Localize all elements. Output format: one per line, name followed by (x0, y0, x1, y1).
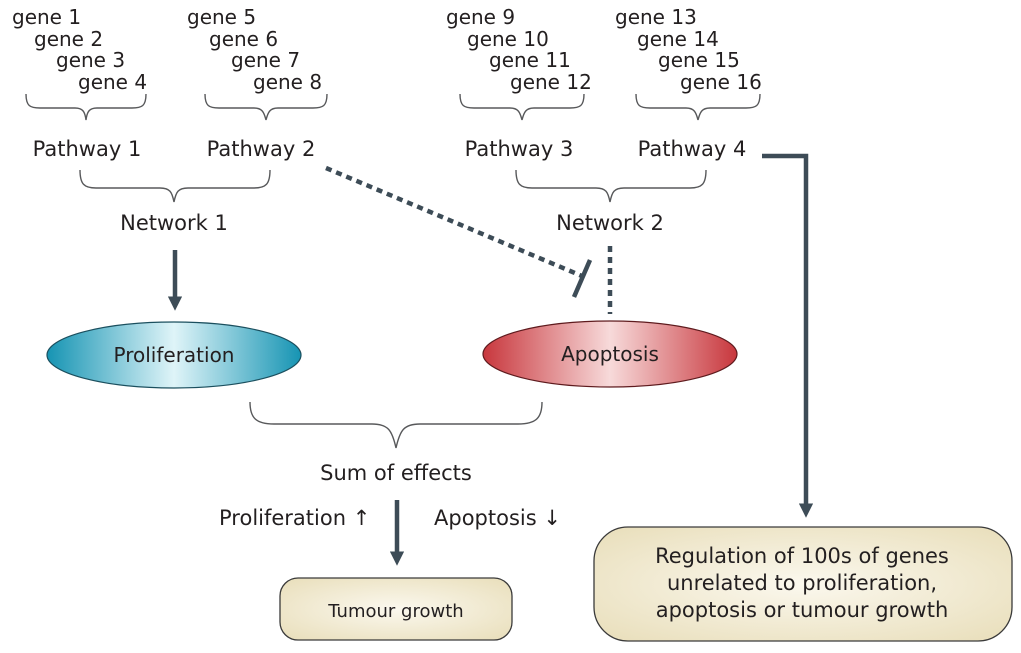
gene-label: gene 4 (78, 70, 147, 94)
gene-group-2: gene 5 gene 6 gene 7 gene 8 (187, 5, 322, 94)
apoptosis-node: Apoptosis (482, 320, 738, 388)
pathway-3-label: Pathway 3 (465, 137, 574, 161)
regulation-line-3: apoptosis or tumour growth (656, 598, 949, 622)
gene-brace-2 (204, 93, 328, 121)
regulation-line-1: Regulation of 100s of genes (655, 544, 949, 568)
apoptosis-down-label: Apoptosis ↓ (434, 506, 561, 530)
proliferation-up-label: Proliferation ↑ (219, 506, 370, 530)
gene-brace-1 (25, 93, 147, 121)
pathway-1-label: Pathway 1 (33, 137, 142, 161)
gene-label: gene 16 (680, 70, 762, 94)
gene-label: gene 14 (637, 27, 719, 51)
network-2-label: Network 2 (556, 211, 664, 235)
gene-label: gene 5 (187, 5, 256, 29)
gene-group-3: gene 9 gene 10 gene 11 gene 12 (446, 5, 592, 94)
gene-group-1: gene 1 gene 2 gene 3 gene 4 (12, 5, 147, 94)
gene-label: gene 9 (446, 5, 515, 29)
tumour-growth-label: Tumour growth (327, 601, 463, 622)
pathway-brace-1 (79, 169, 271, 203)
proliferation-node: Proliferation (46, 321, 302, 389)
gene-label: gene 12 (510, 70, 592, 94)
gene-label: gene 2 (34, 27, 103, 51)
gene-brace-3 (459, 93, 585, 121)
regulation-box: Regulation of 100s of genes unrelated to… (593, 526, 1013, 642)
gene-label: gene 3 (56, 48, 125, 72)
gene-label: gene 13 (615, 5, 697, 29)
inhibition-bar (571, 259, 593, 298)
regulation-line-2: unrelated to proliferation, (667, 571, 937, 595)
pathway-2-inhibition-dashed-line (325, 165, 583, 279)
gene-label: gene 11 (489, 48, 571, 72)
gene-group-4: gene 13 gene 14 gene 15 gene 16 (615, 5, 762, 94)
gene-label: gene 7 (231, 48, 300, 72)
gene-brace-4 (635, 93, 761, 121)
sum-of-effects-label: Sum of effects (320, 461, 472, 485)
proliferation-label: Proliferation (114, 343, 235, 367)
pathway-4-label: Pathway 4 (638, 137, 747, 161)
sum-brace (249, 401, 543, 449)
apoptosis-label: Apoptosis (561, 342, 659, 366)
network-1-label: Network 1 (120, 211, 228, 235)
pathway-brace-2 (515, 169, 707, 203)
pathway-2-label: Pathway 2 (207, 137, 316, 161)
gene-label: gene 15 (658, 48, 740, 72)
tumour-growth-box: Tumour growth (279, 577, 513, 641)
gene-label: gene 10 (467, 27, 549, 51)
gene-label: gene 1 (12, 5, 81, 29)
pathway-4-to-regulation-arrow (762, 153, 814, 518)
gene-label: gene 6 (209, 27, 278, 51)
gene-label: gene 8 (253, 70, 322, 94)
